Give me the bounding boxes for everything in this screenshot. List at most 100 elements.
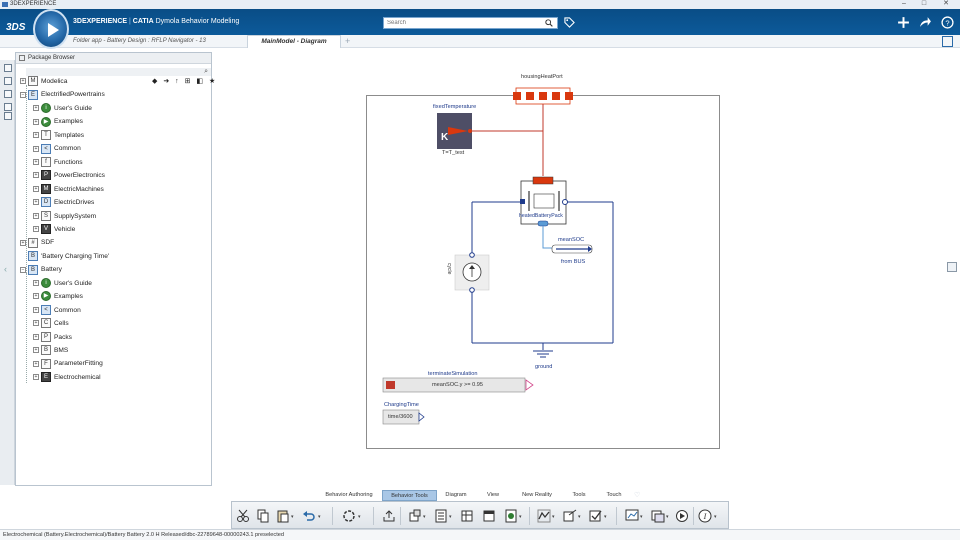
- table-icon[interactable]: [460, 509, 474, 523]
- fullscreen-icon[interactable]: [942, 36, 953, 47]
- tree-expander-icon[interactable]: −: [20, 91, 26, 98]
- tree-expander-icon[interactable]: −: [20, 266, 26, 273]
- tree-expander-icon[interactable]: +: [33, 320, 39, 327]
- minimize-button[interactable]: –: [902, 0, 906, 7]
- bus-wire[interactable]: [542, 226, 552, 249]
- add-tab-button[interactable]: +: [345, 36, 351, 46]
- tab-new-reality[interactable]: New Reality: [522, 492, 552, 498]
- tree-item[interactable]: +<Common: [33, 304, 81, 317]
- fixed-temperature-port[interactable]: [468, 129, 472, 133]
- tree-expander-icon[interactable]: +: [33, 306, 39, 313]
- filter-search-icon[interactable]: ⌕: [204, 68, 208, 75]
- battery-pin-negative[interactable]: [562, 199, 568, 205]
- animation-icon[interactable]: [651, 509, 665, 523]
- tree-expander-icon[interactable]: +: [33, 185, 39, 192]
- tree-expander-icon[interactable]: +: [33, 212, 39, 219]
- play-icon[interactable]: [675, 509, 689, 523]
- tab-diagram[interactable]: Diagram: [445, 492, 467, 498]
- search-icon[interactable]: [545, 19, 553, 27]
- tab-view[interactable]: View: [486, 492, 500, 498]
- tag-icon[interactable]: [564, 17, 575, 28]
- collapse-left-icon[interactable]: ‹: [4, 264, 7, 274]
- share-icon[interactable]: [919, 16, 932, 29]
- compass-icon[interactable]: [33, 9, 69, 49]
- package-filter-input[interactable]: ⌕: [26, 68, 211, 76]
- add-icon[interactable]: [897, 16, 910, 29]
- undo-dropdown-icon[interactable]: ▾: [318, 514, 321, 520]
- terminate-simulation-block[interactable]: [382, 377, 526, 393]
- animation-dropdown-icon[interactable]: ▾: [666, 514, 669, 520]
- search-input[interactable]: [384, 18, 534, 28]
- info-dropdown-icon[interactable]: ▾: [519, 514, 522, 520]
- tree-expander-icon[interactable]: +: [33, 158, 39, 165]
- simulate-dropdown-icon[interactable]: ▾: [552, 514, 555, 520]
- layers-tool-icon[interactable]: [4, 90, 12, 98]
- translate-icon[interactable]: [563, 509, 577, 523]
- tab-behavior-authoring[interactable]: Behavior Authoring: [325, 492, 373, 498]
- tree-expander-icon[interactable]: +: [33, 172, 39, 179]
- panel-pin-icon[interactable]: [19, 55, 25, 61]
- check-dropdown-icon[interactable]: ▾: [604, 514, 607, 520]
- cut-icon[interactable]: [236, 509, 250, 523]
- tab-mainmodel-diagram[interactable]: MainModel - Diagram: [247, 35, 341, 48]
- tree-item[interactable]: +▶Examples: [33, 290, 83, 303]
- translate-dropdown-icon[interactable]: ▾: [578, 514, 581, 520]
- component-dropdown-icon[interactable]: ▾: [423, 514, 426, 520]
- tree-expander-icon[interactable]: +: [20, 239, 26, 246]
- simulate-icon[interactable]: [537, 509, 551, 523]
- undo-icon[interactable]: [302, 509, 316, 523]
- update-dropdown-icon[interactable]: ▾: [358, 514, 361, 520]
- charging-time-output-port[interactable]: [418, 412, 425, 422]
- tree-expander-icon[interactable]: +: [33, 347, 39, 354]
- breadcrumb[interactable]: Folder app - Battery Design : RFLP Navig…: [73, 38, 206, 44]
- tree-expander-icon[interactable]: +: [20, 78, 26, 85]
- tree-item[interactable]: +#SDF: [20, 236, 54, 249]
- window-icon[interactable]: [482, 509, 496, 523]
- tree-expander-icon[interactable]: +: [33, 280, 39, 286]
- update-icon[interactable]: [342, 509, 356, 523]
- tab-tools[interactable]: Tools: [572, 492, 586, 498]
- tree-expander-icon[interactable]: +: [33, 333, 39, 340]
- tree-expander-icon[interactable]: +: [33, 132, 39, 139]
- package-nav-tools[interactable]: ◆ ➜ ↑ ⊞ ◧ ★: [152, 78, 218, 85]
- battery-pin-positive[interactable]: [520, 199, 525, 204]
- plot-dropdown-icon[interactable]: ▾: [640, 514, 643, 520]
- tree-expander-icon[interactable]: +: [33, 145, 39, 152]
- document-icon[interactable]: [434, 509, 448, 523]
- italic-tool-icon[interactable]: I: [698, 509, 712, 523]
- favorite-heart-icon[interactable]: ♡: [634, 492, 641, 499]
- tree-expander-icon[interactable]: +: [33, 118, 39, 125]
- cycle-pin-top[interactable]: [469, 252, 475, 258]
- document-dropdown-icon[interactable]: ▾: [449, 514, 452, 520]
- browser-tool-icon[interactable]: [4, 64, 12, 72]
- right-panel-toggle-icon[interactable]: [947, 262, 957, 272]
- maximize-button[interactable]: □: [921, 0, 927, 7]
- battery-heat-port[interactable]: [532, 176, 554, 185]
- check-icon[interactable]: [589, 509, 603, 523]
- messages-tool-icon[interactable]: [4, 112, 12, 120]
- tree-expander-icon[interactable]: +: [33, 226, 39, 233]
- tree-item[interactable]: B'Battery Charging Time': [20, 250, 109, 263]
- plot-icon[interactable]: [625, 509, 639, 523]
- info-doc-icon[interactable]: [504, 509, 518, 523]
- copy-icon[interactable]: [256, 509, 270, 523]
- export-icon[interactable]: [382, 509, 396, 523]
- components-tool-icon[interactable]: [4, 77, 12, 85]
- tab-touch[interactable]: Touch: [606, 492, 622, 498]
- help-icon[interactable]: ?: [941, 16, 954, 29]
